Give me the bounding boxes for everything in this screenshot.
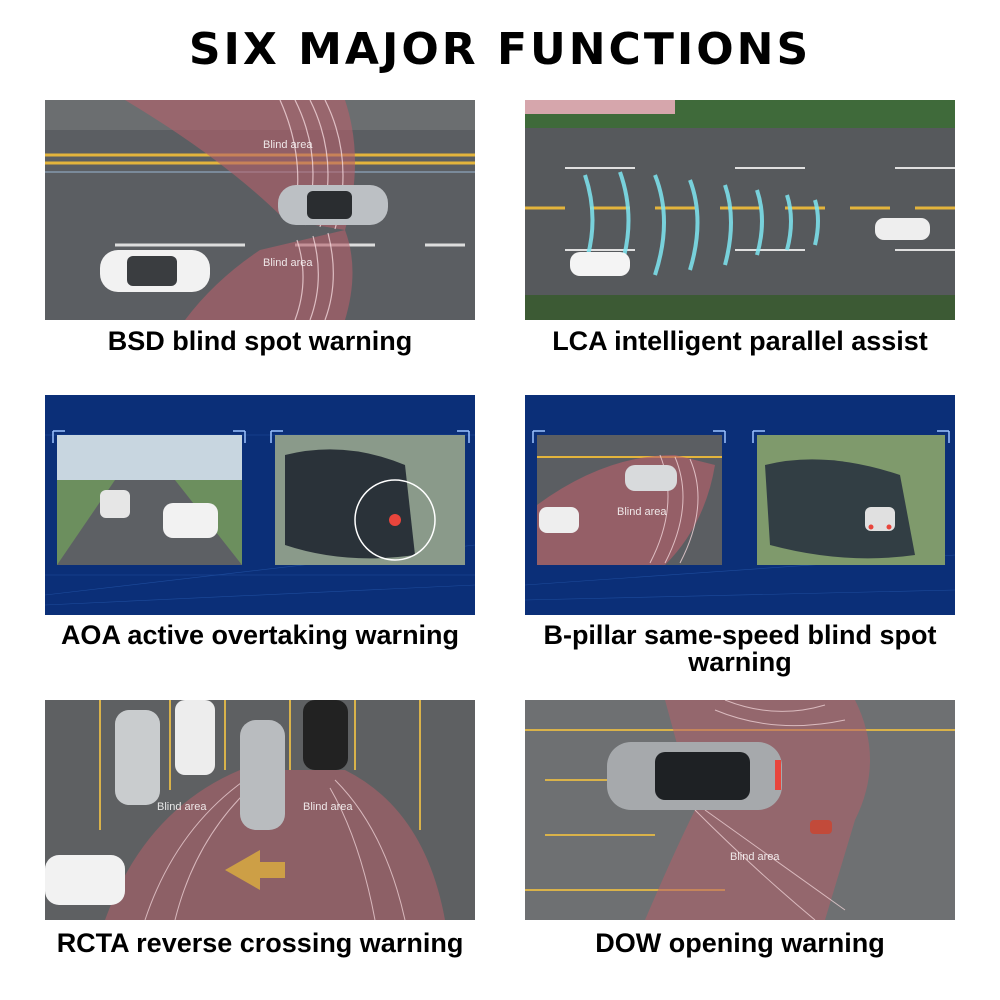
bpillar-blind-area-label: Blind area <box>617 506 667 518</box>
rcta-caption: RCTA reverse crossing warning <box>56 928 464 958</box>
bpillar-image: Blind area <box>525 395 955 615</box>
dow-caption: DOW opening warning <box>595 928 885 958</box>
bsd-image: Blind area Blind area <box>45 100 475 320</box>
bsd-blind-area-label-upper: Blind area <box>263 139 313 151</box>
bpillar-caption: B-pillar same-speed blind spot warning <box>543 620 937 677</box>
rcta-blind-area-label-right: Blind area <box>303 801 353 813</box>
aoa-caption: AOA active overtaking warning <box>60 620 460 650</box>
aoa-image <box>45 395 475 615</box>
lca-image <box>525 100 955 320</box>
rcta-image: Blind area Blind area <box>45 700 475 920</box>
dow-image: Blind area <box>525 700 955 920</box>
bsd-caption: BSD blind spot warning <box>107 326 413 356</box>
lca-caption: LCA intelligent parallel assist <box>552 326 928 356</box>
page-title: SIX MAJOR FUNCTIONS <box>188 24 812 75</box>
bsd-blind-area-label-lower: Blind area <box>263 257 313 269</box>
rcta-blind-area-label-left: Blind area <box>157 801 207 813</box>
dow-blind-area-label: Blind area <box>730 851 780 863</box>
